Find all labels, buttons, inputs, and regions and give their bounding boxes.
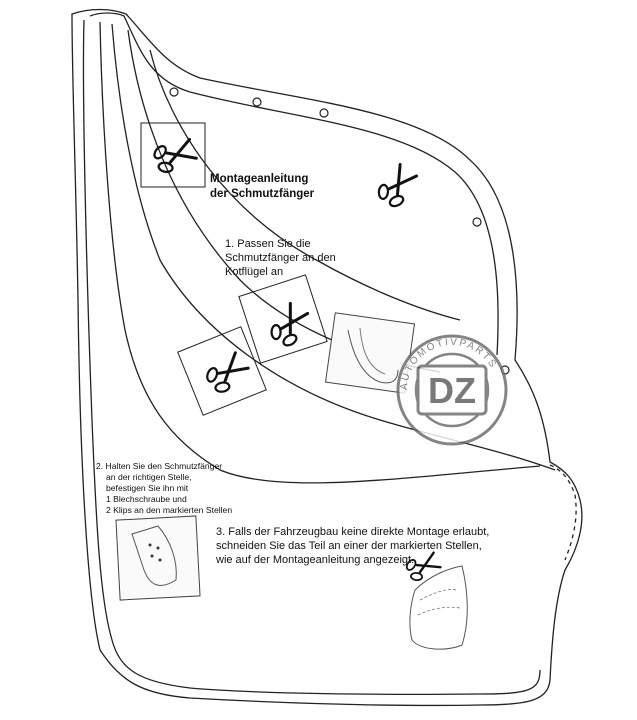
- mounting-hole-icon: [319, 108, 329, 118]
- step1-line-3: Kotflügel an: [225, 266, 284, 278]
- page-title: Montageanleitung der Schmutzfänger: [210, 172, 314, 202]
- step2-line-5: 2 Klips an den markierten Stellen: [106, 505, 233, 515]
- step1-instruction: 1. Passen Sie die Schmutzfänger an den K…: [225, 237, 336, 279]
- step3-thumbnail: [409, 565, 468, 650]
- step1-line-1: 1. Passen Sie die: [225, 238, 311, 250]
- step2-line-3: befestigen Sie ihn mit: [106, 483, 189, 493]
- step2-line-1: 2. Halten Sie den Schmutzfänger: [96, 461, 223, 471]
- dz-autoparts-logo: AUTOMOTIVPARTS DZ: [396, 334, 508, 446]
- logo-letters: DZ: [428, 370, 476, 411]
- scissors-icon: [148, 132, 200, 179]
- step2-instruction: 2. Halten Sie den Schmutzfänger an der r…: [96, 461, 232, 516]
- scissors-icon: [199, 347, 254, 400]
- step3-line-3: wie auf der Montageanleitung angezeigt.: [216, 554, 415, 566]
- mounting-hole-icon: [169, 87, 179, 97]
- step1-line-2: Schmutzfänger an den: [225, 252, 336, 264]
- title-line-1: Montageanleitung: [210, 173, 309, 185]
- mudflap-outline: [71, 8, 583, 707]
- step3-line-1: 3. Falls der Fahrzeugbau keine direkte M…: [216, 526, 490, 538]
- cut-mark-box-lower: [177, 326, 267, 416]
- mounting-hole-icon: [252, 97, 262, 107]
- step3-line-2: schneiden Sie das Teil an einer der mark…: [216, 540, 482, 552]
- title-line-2: der Schmutzfänger: [210, 188, 315, 200]
- cut-mark-box-middle: [238, 274, 328, 364]
- cut-mark-box-top-left: [140, 122, 206, 188]
- step2-line-2: an der richtigen Stelle,: [106, 472, 192, 482]
- scissors-icon: [371, 159, 423, 214]
- step2-line-4: 1 Blechschraube und: [106, 494, 187, 504]
- step3-instruction: 3. Falls der Fahrzeugbau keine direkte M…: [216, 525, 489, 567]
- mounting-hole-icon: [472, 217, 482, 227]
- scissors-icon: [264, 299, 314, 353]
- step2-thumbnail: [115, 515, 201, 601]
